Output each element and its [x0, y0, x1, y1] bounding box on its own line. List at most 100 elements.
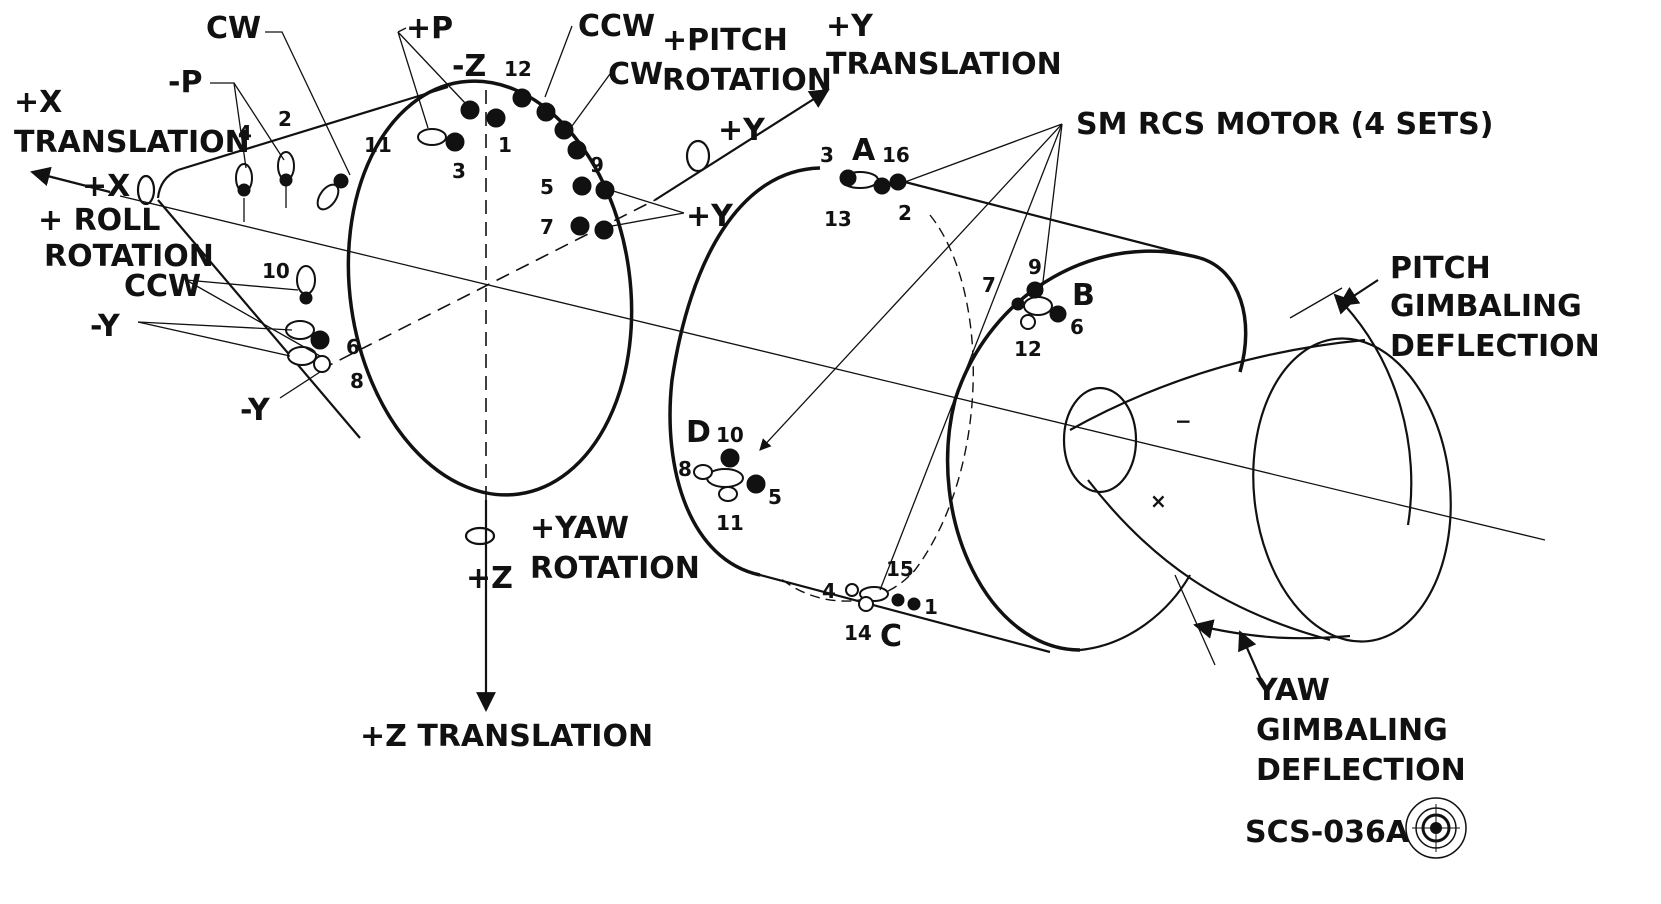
leader-sm-d [759, 123, 1063, 451]
cm-apex-curve [156, 168, 179, 199]
num-cm-7: 7 [540, 215, 554, 239]
command-module-disk [346, 79, 634, 497]
quad-a [839, 169, 907, 195]
quad-b-thr-4 [1011, 297, 1025, 311]
thruster-cm-11-core [333, 173, 349, 189]
label-plus-y-axis: +Y [718, 113, 766, 148]
label-cw-mid: CW [608, 57, 663, 92]
label-yaw-gimbal-2: GIMBALING [1256, 713, 1448, 748]
label-minus-y-bottom: -Y [240, 393, 271, 428]
label-quad-a: A [852, 133, 876, 168]
label-z-translation: +Z TRANSLATION [360, 719, 653, 754]
quad-d-thr-2 [746, 474, 766, 494]
num-cm-5: 5 [540, 175, 554, 199]
leader-plus-y-5 [609, 189, 685, 214]
thruster-cm-10-core [299, 291, 313, 305]
num-quad-a-3: 3 [820, 143, 834, 167]
num-cm-9: 9 [590, 153, 604, 177]
sm-front-arc [668, 166, 821, 577]
quad-d-thr-3 [718, 486, 738, 502]
sm-rear-rim-bottom [1079, 574, 1191, 652]
label-doc-id: SCS-036A [1245, 815, 1410, 850]
yaw-gimbal-arc [1193, 619, 1351, 640]
label-plus-z: +Z [466, 561, 513, 596]
num-quad-a-16: 16 [882, 143, 910, 167]
y-translation-arrow [654, 88, 830, 201]
num-cm-11: 11 [364, 133, 392, 157]
leader-sm-c [879, 123, 1063, 591]
leader-ccw-left-2 [185, 279, 321, 357]
thruster-cm-9b [567, 140, 587, 160]
engine-cross-mark: × [1150, 489, 1167, 513]
bell-top [1069, 338, 1366, 431]
num-cm-4: 4 [238, 121, 252, 145]
leader-ccw-top [544, 25, 573, 98]
engine-minus-mark: − [1175, 409, 1192, 433]
num-quad-c-4: 4 [822, 579, 836, 603]
yaw-gimbal-pointer [1238, 630, 1264, 683]
label-yaw-gimbal-1: YAW [1255, 673, 1330, 708]
cm-top-edge [177, 85, 449, 172]
thruster-cm-4-core [237, 183, 251, 197]
leader-plus-p-3 [397, 31, 429, 129]
quad-d-thr-4 [693, 464, 713, 480]
label-pitch-1: +PITCH [662, 23, 788, 58]
label-ccw-top: CCW [578, 9, 655, 44]
sm-bottom-edge [759, 573, 1051, 654]
quad-c-thr-3 [907, 597, 921, 611]
thruster-cm-5a [572, 176, 592, 196]
quad-b-thr-2 [1049, 305, 1067, 323]
sm-rear-rim-top [1199, 256, 1248, 373]
leader-cw-mid [571, 73, 611, 127]
sm-rcs-leaders [759, 123, 1063, 591]
num-cm-8: 8 [350, 369, 364, 393]
label-pitch-2: ROTATION [662, 63, 832, 98]
thruster-cm-12b [536, 102, 556, 122]
leader-ccw-left [185, 279, 299, 291]
bell-bottom [1087, 479, 1331, 642]
num-quad-a-2: 2 [898, 201, 912, 225]
label-roll-1: + ROLL [38, 203, 160, 238]
num-quad-d-10: 10 [716, 423, 744, 447]
thruster-cm-7b [594, 220, 614, 240]
bell-exit [1252, 337, 1452, 643]
apollo-logistics-training-seal [1405, 797, 1467, 859]
roll-rotation-symbol [136, 174, 156, 206]
thruster-cm-10 [296, 265, 316, 295]
leader-minus-y-8 [137, 321, 291, 357]
x-translation-arrow [30, 166, 111, 194]
num-quad-c-1: 1 [924, 595, 938, 619]
quad-c [845, 583, 921, 612]
cm-leader-lines [137, 25, 685, 357]
thruster-cm-1b [486, 108, 506, 128]
num-quad-b-9: 9 [1028, 255, 1042, 279]
sm-hidden-arc [779, 214, 974, 602]
leader-sm-a [904, 123, 1063, 183]
quad-b-thr-1 [1026, 281, 1044, 299]
quad-c-thr-2 [891, 593, 905, 607]
label-quad-b: B [1072, 278, 1095, 313]
leader-minus-y-6 [137, 321, 293, 331]
x-axis-line [119, 195, 1546, 541]
label-ccw-left: CCW [124, 269, 201, 304]
num-quad-a-13: 13 [824, 207, 852, 231]
label-pitch-gimbal-1: PITCH [1390, 251, 1491, 286]
seal-outer-ring [1405, 797, 1467, 859]
num-quad-d-5: 5 [768, 485, 782, 509]
yaw-rotation-symbol [464, 526, 496, 546]
quad-c-thr-1 [858, 596, 874, 612]
num-cm-12: 12 [504, 57, 532, 81]
quad-a-thr-1 [839, 169, 857, 187]
thruster-cm-12a [512, 88, 532, 108]
label-pitch-gimbal-2: GIMBALING [1390, 289, 1582, 324]
sm-top-edge [904, 180, 1201, 260]
thruster-cm-6-core [310, 330, 330, 350]
pitch-gimbal-pointer [1338, 279, 1379, 307]
leader-sm-b [1041, 123, 1063, 291]
num-cm-2: 2 [278, 107, 292, 131]
label-plus-x: +X [82, 169, 130, 204]
pitch-rotation-symbol [685, 139, 711, 173]
num-cm-10: 10 [262, 259, 290, 283]
label-pitch-gimbal-3: DEFLECTION [1390, 329, 1600, 364]
